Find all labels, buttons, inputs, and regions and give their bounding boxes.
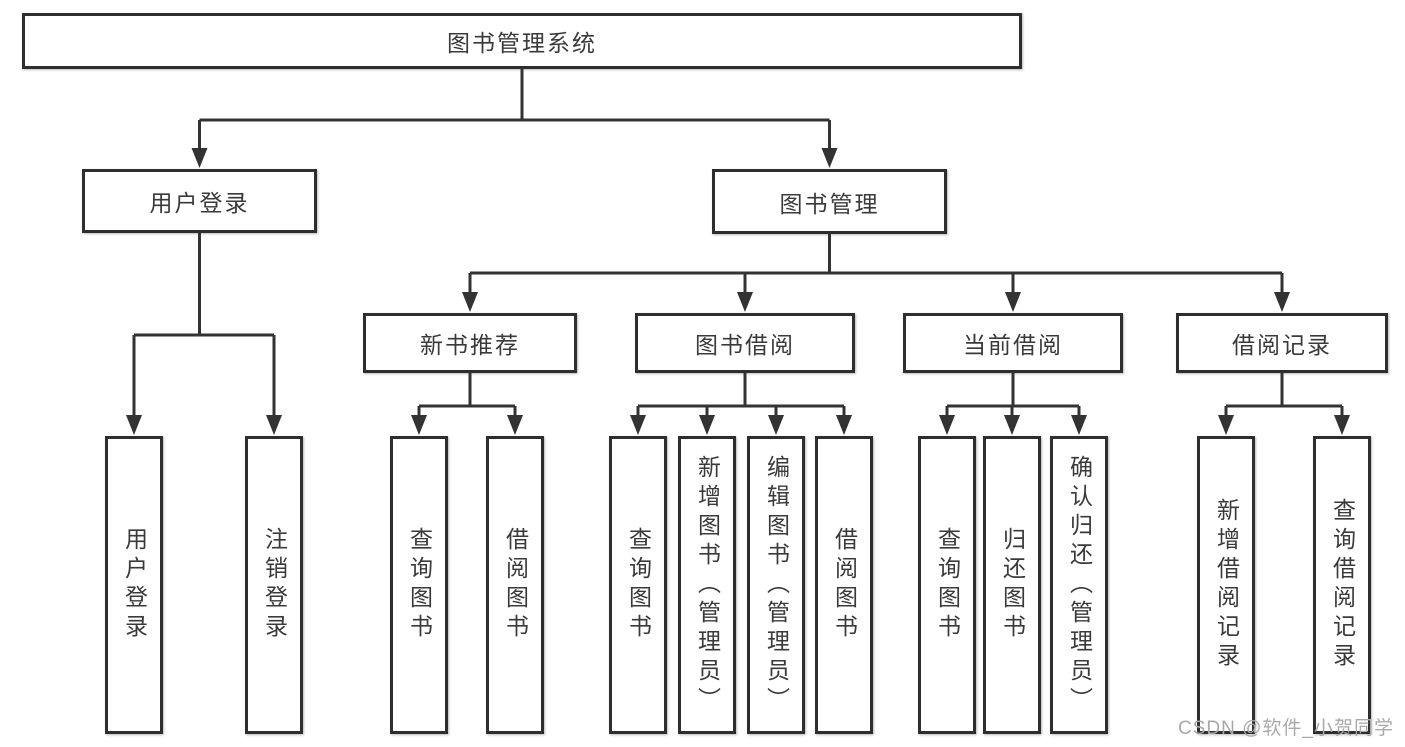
leaf-edit-books-admin: 编辑图书（管理员） bbox=[747, 436, 805, 734]
leaf-add-borrow-record: 新增借阅记录 bbox=[1197, 436, 1255, 734]
node-root-label: 图书管理系统 bbox=[447, 30, 597, 56]
node-book-borrowing-label: 图书借阅 bbox=[695, 332, 795, 358]
node-user-login-label: 用户登录 bbox=[149, 190, 250, 216]
leaf-query-books-current-label: 查询图书 bbox=[934, 527, 961, 643]
node-user-login: 用户登录 bbox=[82, 169, 317, 233]
leaf-borrow-books-recommend-label: 借阅图书 bbox=[502, 527, 529, 643]
node-current-borrowing-label: 当前借阅 bbox=[963, 332, 1063, 358]
node-new-book-recommend-label: 新书推荐 bbox=[420, 332, 520, 358]
node-borrowing-records: 借阅记录 bbox=[1176, 313, 1388, 373]
node-borrowing-records-label: 借阅记录 bbox=[1232, 332, 1332, 358]
leaf-query-books-borrowing: 查询图书 bbox=[609, 436, 667, 734]
leaf-confirm-return-admin: 确认归还（管理员） bbox=[1050, 436, 1108, 734]
leaf-add-books-admin-label: 新增图书（管理员） bbox=[694, 454, 721, 716]
leaf-query-borrow-record: 查询借阅记录 bbox=[1313, 436, 1371, 734]
csdn-watermark: CSDN @软件_小贺同学 bbox=[1178, 718, 1394, 739]
leaf-query-books-recommend-label: 查询图书 bbox=[406, 527, 433, 643]
leaf-confirm-return-admin-label: 确认归还（管理员） bbox=[1066, 454, 1093, 716]
node-current-borrowing: 当前借阅 bbox=[903, 313, 1123, 373]
node-root: 图书管理系统 bbox=[22, 13, 1022, 69]
node-new-book-recommend: 新书推荐 bbox=[363, 313, 577, 373]
leaf-edit-books-admin-label: 编辑图书（管理员） bbox=[763, 454, 790, 716]
leaf-query-books-recommend: 查询图书 bbox=[390, 436, 448, 734]
leaf-query-books-current: 查询图书 bbox=[918, 436, 976, 734]
leaf-logout-label: 注销登录 bbox=[261, 527, 288, 643]
leaf-user-login: 用户登录 bbox=[105, 436, 163, 734]
leaf-borrow-books-recommend: 借阅图书 bbox=[486, 436, 544, 734]
leaf-borrow-books: 借阅图书 bbox=[815, 436, 873, 734]
leaf-query-books-borrowing-label: 查询图书 bbox=[625, 527, 652, 643]
arrowhead-icons bbox=[126, 148, 1350, 435]
leaf-logout: 注销登录 bbox=[245, 436, 303, 734]
leaf-borrow-books-label: 借阅图书 bbox=[831, 527, 858, 643]
node-book-management-label: 图书管理 bbox=[779, 190, 880, 217]
leaf-add-books-admin: 新增图书（管理员） bbox=[678, 436, 736, 734]
node-book-borrowing: 图书借阅 bbox=[635, 313, 855, 373]
leaf-user-login-label: 用户登录 bbox=[121, 527, 148, 643]
leaf-add-borrow-record-label: 新增借阅记录 bbox=[1213, 498, 1240, 672]
leaf-query-borrow-record-label: 查询借阅记录 bbox=[1329, 498, 1356, 672]
node-book-management: 图书管理 bbox=[712, 169, 947, 234]
leaf-return-books: 归还图书 bbox=[983, 436, 1041, 734]
connector-strokes bbox=[132, 69, 1344, 417]
leaf-return-books-label: 归还图书 bbox=[999, 527, 1026, 643]
